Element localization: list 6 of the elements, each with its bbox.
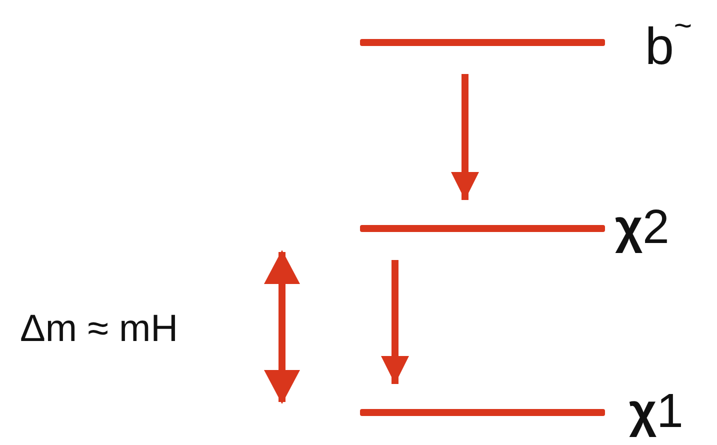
arrow (451, 74, 479, 200)
level-label: χ2 (615, 204, 670, 252)
mass-difference-label: Δm ≈ mH (20, 308, 178, 351)
arrow (381, 260, 409, 384)
level-label: b$^{~}$ (645, 10, 692, 74)
level-label: χ1 (629, 388, 684, 436)
